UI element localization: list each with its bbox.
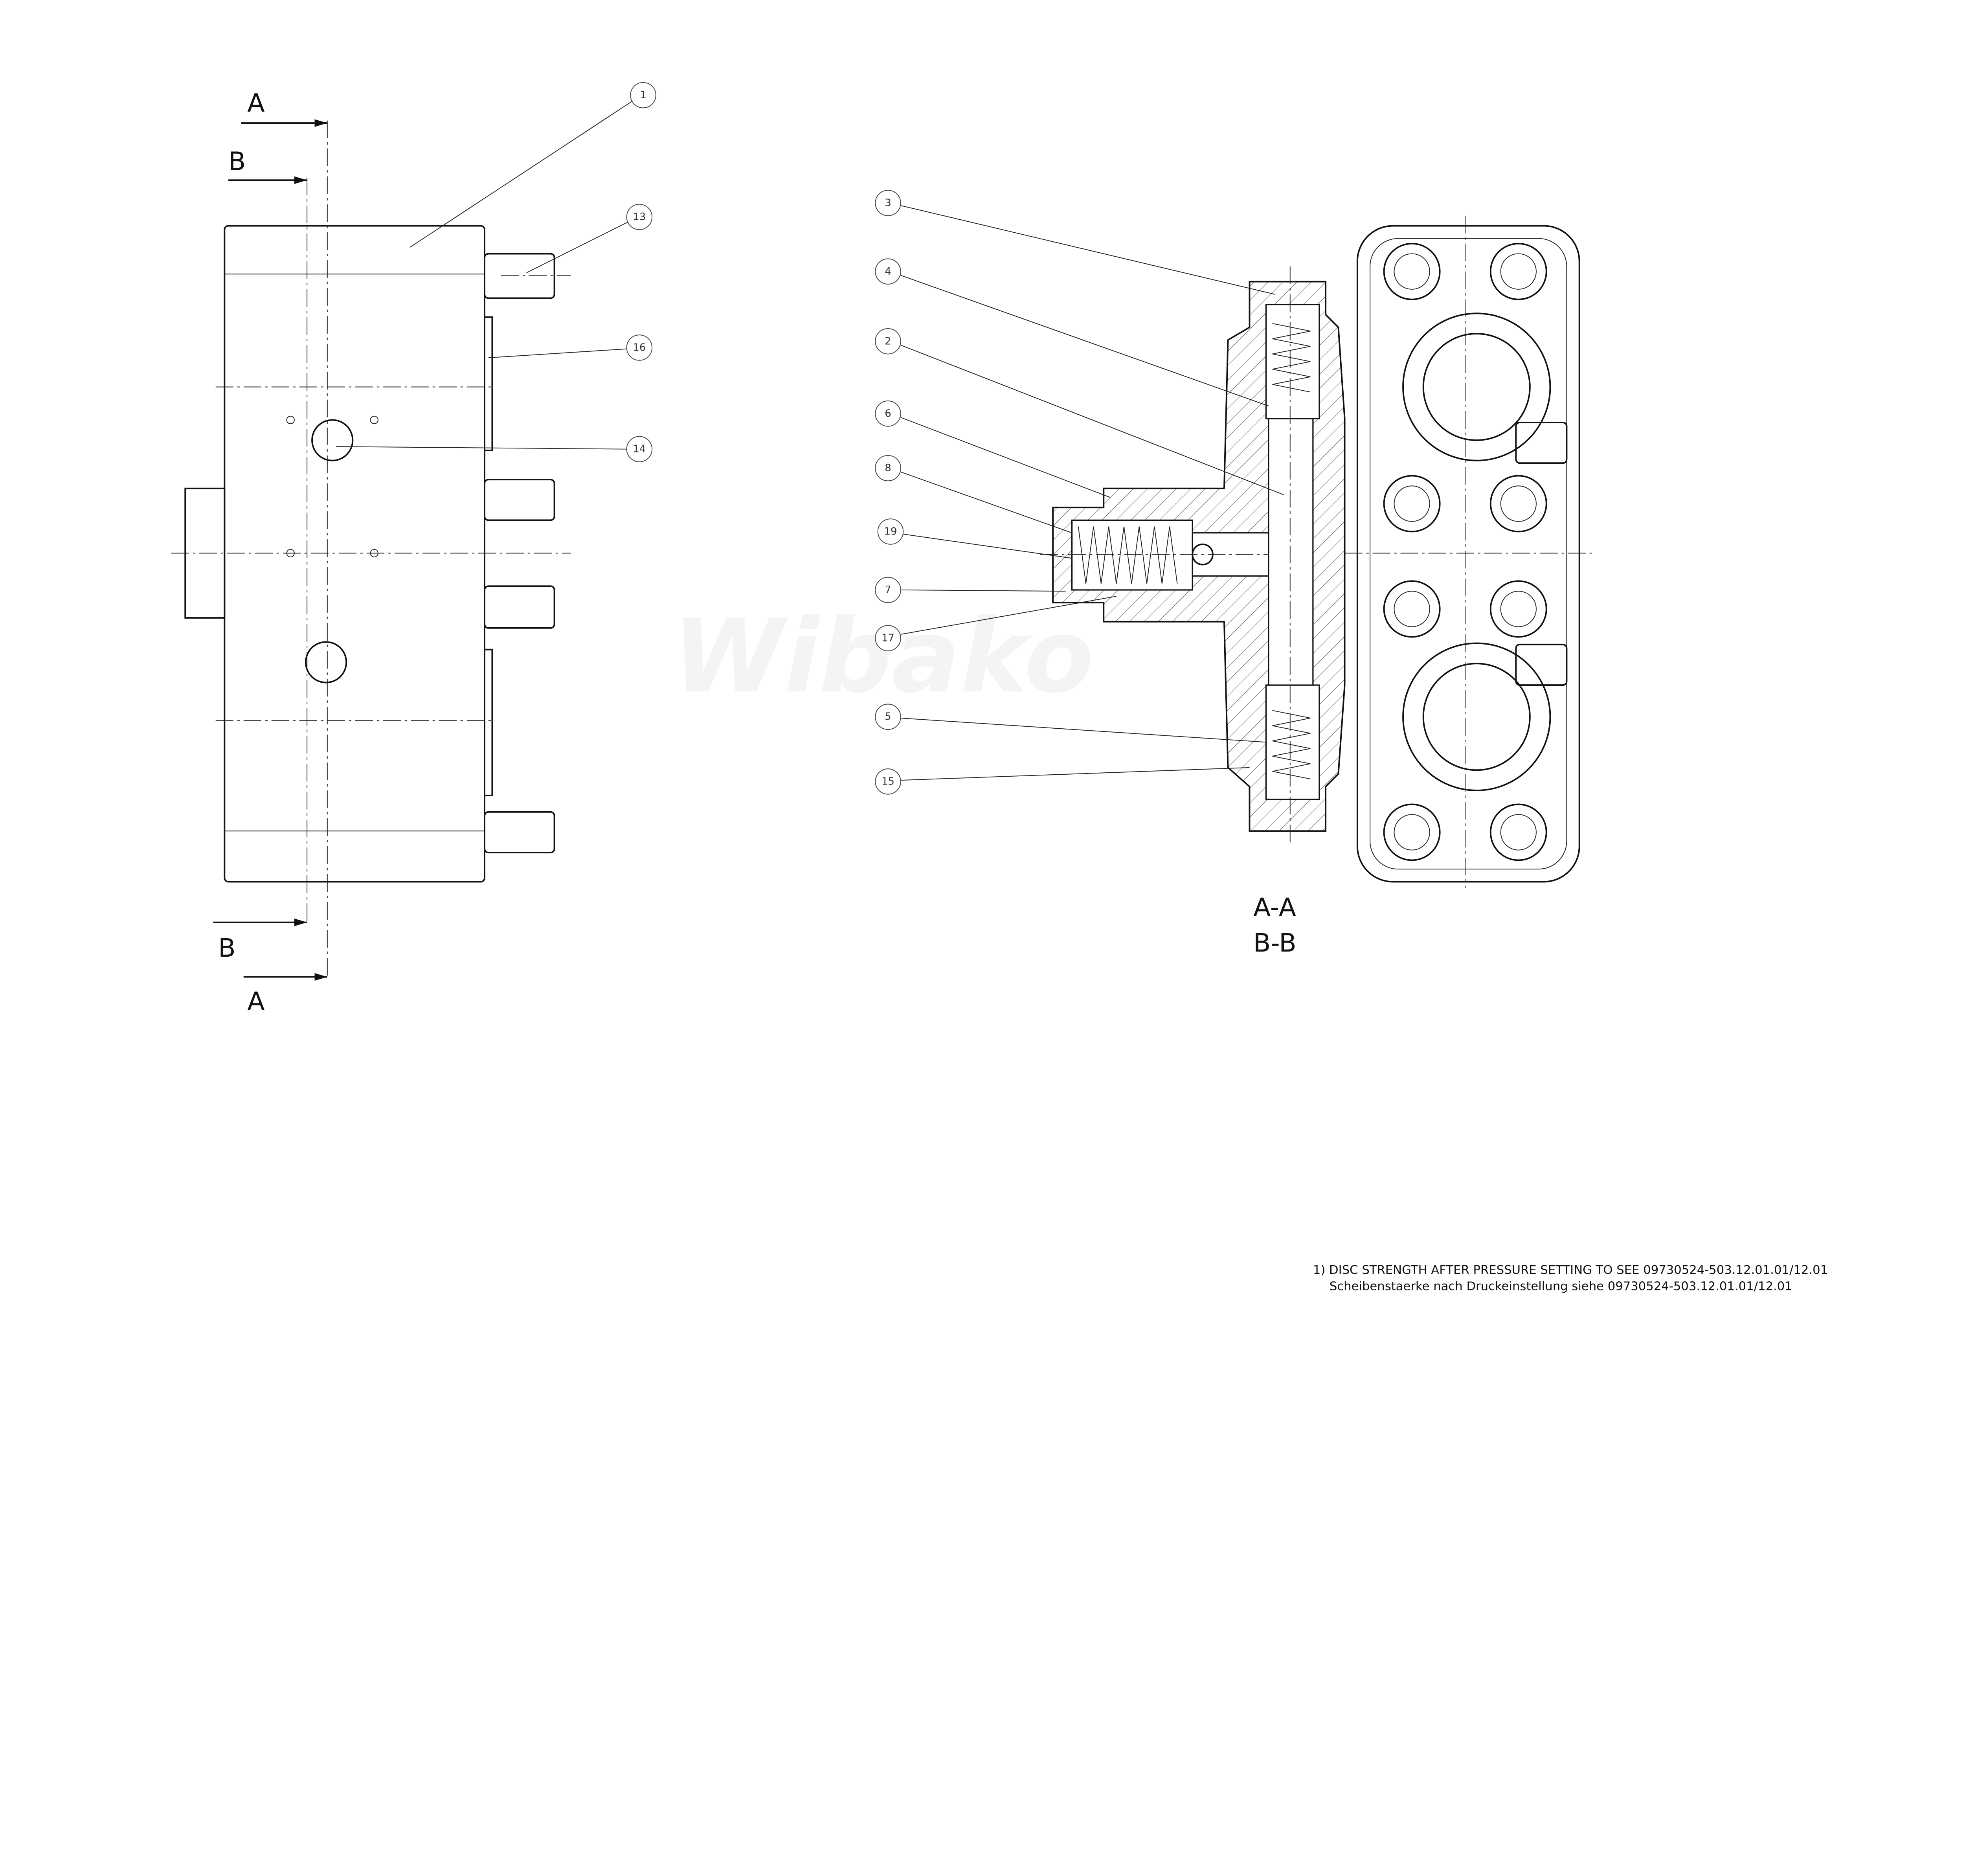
balloon-7: 7 — [875, 577, 1066, 603]
svg-text:1: 1 — [640, 89, 646, 101]
balloon-5: 5 — [875, 704, 1266, 743]
balloon-1: 1 — [410, 82, 656, 248]
svg-text:16: 16 — [633, 342, 646, 353]
watermark-logo: Wibako — [672, 597, 1094, 715]
notes: 1) DISC STRENGTH AFTER PRESSURE SETTING … — [1313, 1263, 1828, 1294]
svg-text:14: 14 — [633, 443, 646, 455]
balloon-16: 16 — [488, 334, 653, 361]
section-marker-a-top: A — [247, 88, 264, 118]
svg-text:19: 19 — [884, 526, 897, 537]
svg-text:15: 15 — [881, 775, 894, 787]
svg-text:4: 4 — [885, 266, 891, 277]
section-marker-b-bottom: B — [218, 933, 235, 963]
note-line-1: 1) DISC STRENGTH AFTER PRESSURE SETTING … — [1313, 1263, 1828, 1277]
section-marker-b-top: B — [228, 147, 246, 176]
balloon-6: 6 — [875, 401, 1110, 498]
balloon-4: 4 — [875, 258, 1269, 406]
section-marker-a-bottom: A — [247, 987, 264, 1016]
balloons: 1 13 16 14 3 4 2 6 8 19 7 17 5 15 — [336, 82, 1284, 795]
bolt-holes — [1383, 243, 1547, 861]
svg-text:17: 17 — [881, 632, 894, 644]
svg-text:7: 7 — [885, 584, 891, 596]
section-title-a-a: A-A — [1253, 893, 1296, 922]
svg-text:8: 8 — [885, 462, 891, 474]
svg-text:2: 2 — [885, 335, 891, 347]
svg-text:13: 13 — [633, 211, 646, 223]
svg-text:3: 3 — [885, 197, 891, 209]
pins — [484, 253, 555, 854]
balloon-8: 8 — [875, 455, 1072, 533]
technical-drawing: Wibako A B B A — [171, 82, 1828, 1294]
side-view: A B B A — [171, 88, 571, 1016]
port-hole — [311, 419, 354, 461]
valve-body — [224, 225, 485, 883]
balloon-17: 17 — [875, 596, 1117, 651]
balloon-19: 19 — [877, 518, 1072, 559]
port-hole — [305, 641, 347, 684]
balloon-3: 3 — [875, 190, 1275, 295]
flange-plate — [1356, 225, 1580, 883]
svg-text:6: 6 — [885, 408, 891, 419]
balloon-14: 14 — [336, 436, 653, 462]
balloon-15: 15 — [875, 767, 1250, 795]
section-title-b-b: B-B — [1253, 928, 1297, 958]
balloon-2: 2 — [875, 328, 1284, 495]
springs — [1078, 323, 1311, 779]
balloon-13: 13 — [526, 204, 653, 273]
section-view: A-A B-B — [1040, 215, 1592, 958]
svg-text:5: 5 — [885, 711, 891, 723]
note-line-2: Scheibenstaerke nach Druckeinstellung si… — [1330, 1280, 1792, 1294]
